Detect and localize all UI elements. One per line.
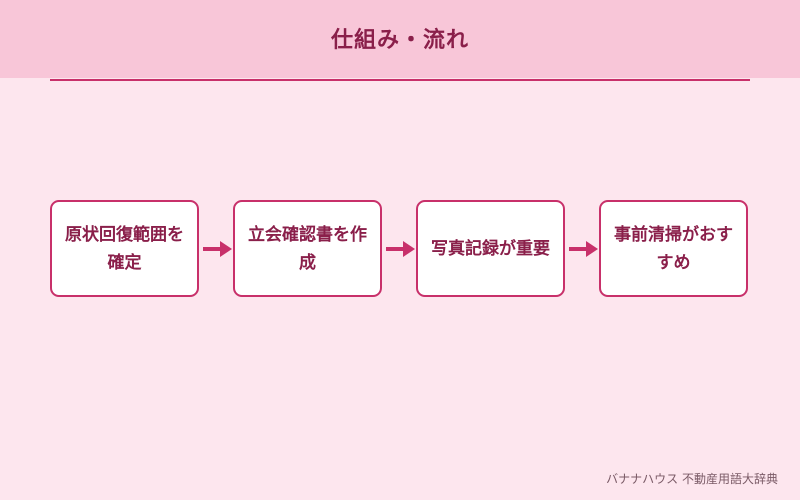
step-box-2: 立会確認書を作成 bbox=[233, 200, 382, 297]
step-box-1: 原状回復範囲を確定 bbox=[50, 200, 199, 297]
arrow-right-icon bbox=[569, 238, 599, 260]
arrow-right-icon bbox=[386, 238, 416, 260]
arrow-right-icon bbox=[203, 238, 233, 260]
header-band bbox=[0, 0, 800, 78]
title-divider bbox=[50, 79, 750, 81]
step-label-2: 立会確認書を作成 bbox=[248, 224, 367, 273]
step-label-4: 事前清掃がおすすめ bbox=[614, 224, 733, 273]
step-box-4: 事前清掃がおすすめ bbox=[599, 200, 748, 297]
page-title: 仕組み・流れ bbox=[330, 28, 469, 53]
process-flow: 原状回復範囲を確定 立会確認書を作成 写真記録が重要 事前清掃がおすすめ bbox=[50, 200, 750, 301]
step-label-3: 写真記録が重要 bbox=[431, 238, 550, 259]
footer-credit: バナナハウス 不動産用語大辞典 bbox=[606, 472, 778, 486]
step-box-3: 写真記録が重要 bbox=[416, 200, 565, 297]
step-label-1: 原状回復範囲を確定 bbox=[65, 224, 184, 273]
